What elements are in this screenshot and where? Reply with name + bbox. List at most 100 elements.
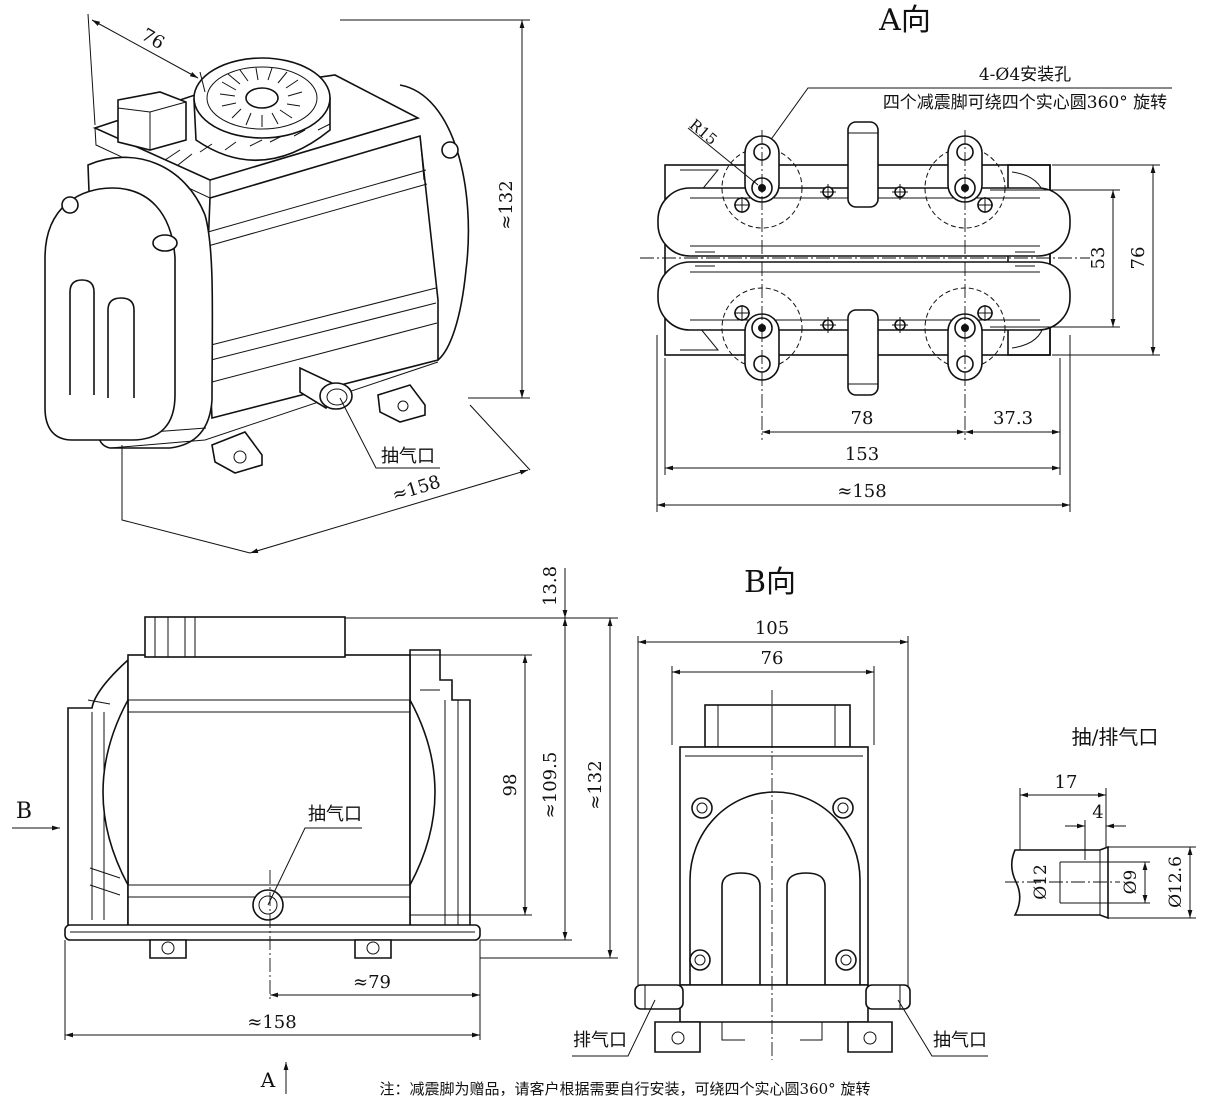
iso-body-bands: [207, 135, 438, 383]
iso-fan-hub: [245, 87, 279, 109]
screw-hole-inner: [840, 954, 852, 966]
view-a-r15-text: R15: [686, 116, 721, 149]
iso-foot-left: [211, 431, 263, 474]
view-b-dim-105-text: 105: [755, 618, 789, 639]
front-port-leader: [267, 827, 362, 906]
view-b-dim-extensions: [637, 636, 909, 990]
view-a-r15-leader: [687, 127, 759, 186]
view-b-exhaust-port: [634, 984, 684, 1010]
port-detail-dia-12-6-text: Ø12.6: [1166, 856, 1186, 908]
view-b-top-box: [704, 704, 851, 748]
view-b-end-cover: [689, 791, 861, 985]
screw-hole: [689, 949, 711, 971]
mount-hole-cross: [734, 305, 750, 321]
view-b: B向 105 76 排气口 抽气口: [572, 565, 988, 1060]
iso-front-face: [205, 134, 439, 420]
front-dim-extensions: [64, 617, 618, 1040]
front-foot-right-hole: [366, 941, 380, 955]
front-dim-158-text: ≈158: [247, 1012, 296, 1033]
iso-dim-76-text: 76: [138, 24, 168, 54]
view-a-hole-note: 四个减震脚可绕四个实心圆360° 旋转: [883, 93, 1167, 113]
mount-hole-cross: [734, 197, 750, 213]
view-b-dim-76-text: 76: [761, 648, 784, 669]
iso-cover-slots: [69, 279, 135, 398]
iso-port-leader: [339, 397, 440, 469]
screw-hole: [691, 797, 713, 819]
view-a-small-holes: [820, 184, 908, 333]
front-barrel-lines: [128, 699, 410, 898]
drawing-note: 注：减震脚为赠品，请客户根据需要自行安装，可绕四个实心圆360° 旋转: [380, 1080, 871, 1098]
view-b-main-body: [679, 746, 869, 986]
iso-terminal-block: [117, 91, 187, 151]
view-a-dim-78-text: 78: [851, 408, 874, 429]
view-b-foot-right-hole: [863, 1031, 877, 1045]
front-foot-left: [149, 939, 187, 959]
iso-side-knob: [152, 234, 178, 252]
iso-fan-grille: [206, 66, 318, 130]
view-a-left-end-details: [680, 169, 1045, 351]
view-marker-b: B: [16, 799, 32, 824]
port-detail-title: 抽/排气口: [1072, 725, 1159, 749]
view-b-cover-slots: [721, 872, 826, 985]
screw-hole: [835, 949, 857, 971]
iso-port-bore: [326, 388, 348, 406]
iso-foot-left-hole: [233, 450, 247, 464]
view-b-intake-label: 抽气口: [933, 1030, 987, 1051]
front-port-label: 抽气口: [308, 804, 362, 825]
view-a: A向 4-Ø4安装孔 四个减震脚可绕四个实心圆360° 旋转: [640, 3, 1172, 512]
view-a-right-end: [1007, 164, 1051, 356]
view-a-title: A向: [878, 3, 931, 38]
view-b-port-rims: [644, 985, 901, 1009]
iso-foot-right-hole: [397, 400, 409, 412]
port-detail: 抽/排气口 17 4 Ø12 Ø9 Ø12.6: [1005, 725, 1196, 920]
iso-dim-76-line: [91, 19, 199, 79]
front-dim-109-5-text: ≈109.5: [540, 752, 561, 819]
view-a-dim-158-text: ≈158: [837, 481, 886, 502]
view-b-exhaust-leader: [572, 999, 656, 1057]
view-b-base-details: [721, 1022, 823, 1041]
iso-dim-158-line: [249, 469, 529, 554]
view-b-screw-holes: [689, 797, 857, 971]
view-a-vertical-centerlines: [761, 130, 966, 440]
view-a-dim-153-text: 153: [845, 444, 879, 465]
screw-hole: [832, 797, 854, 819]
front-top-box: [144, 616, 346, 658]
isometric-view: 76 ≈132 ≈158 抽气口: [44, 13, 531, 554]
front-top-box-lines: [154, 617, 196, 657]
view-a-dim-extensions: [656, 164, 1160, 512]
view-a-hole-spec: 4-Ø4安装孔: [979, 65, 1071, 85]
view-b-intake-port: [865, 984, 911, 1010]
front-foot-right: [354, 939, 392, 959]
front-left-flange: [67, 658, 129, 929]
front-port-bore: [258, 895, 278, 915]
screw-hole-inner: [837, 802, 849, 814]
view-b-intake-leader: [897, 999, 988, 1057]
view-marker-a: A: [260, 1068, 276, 1092]
front-dim-132-text: ≈132: [585, 760, 606, 809]
view-b-base: [679, 984, 869, 1023]
port-detail-dim-extensions: [1019, 788, 1196, 919]
iso-right-end-cap: [399, 84, 470, 361]
mount-hole-cross: [977, 305, 993, 321]
view-a-dim-76-text: 76: [1128, 247, 1149, 270]
iso-fan-slots: [219, 67, 303, 127]
view-a-dim-37-3-text: 37.3: [993, 408, 1033, 429]
iso-dim-132-extensions: [340, 19, 530, 399]
small-hole-crosses: [820, 184, 908, 333]
iso-top-vents: [164, 123, 331, 166]
front-main-body: [127, 654, 411, 928]
iso-dim-132-text: ≈132: [496, 180, 517, 229]
view-b-title: B向: [744, 565, 796, 600]
screw-hole-inner: [696, 802, 708, 814]
front-dim-79-text: ≈79: [353, 972, 391, 993]
iso-dim-158-extensions: [121, 404, 531, 554]
iso-left-cover: [44, 187, 176, 441]
iso-right-knob: [441, 141, 459, 159]
view-b-foot-left-hole: [671, 1031, 685, 1045]
front-dim-13-8-text: 13.8: [540, 566, 561, 606]
mount-hole-cross: [977, 197, 993, 213]
iso-terminal-block-edge: [117, 101, 187, 150]
port-detail-dim-17-text: 17: [1055, 772, 1078, 793]
front-barrel-bulges: [102, 699, 436, 886]
